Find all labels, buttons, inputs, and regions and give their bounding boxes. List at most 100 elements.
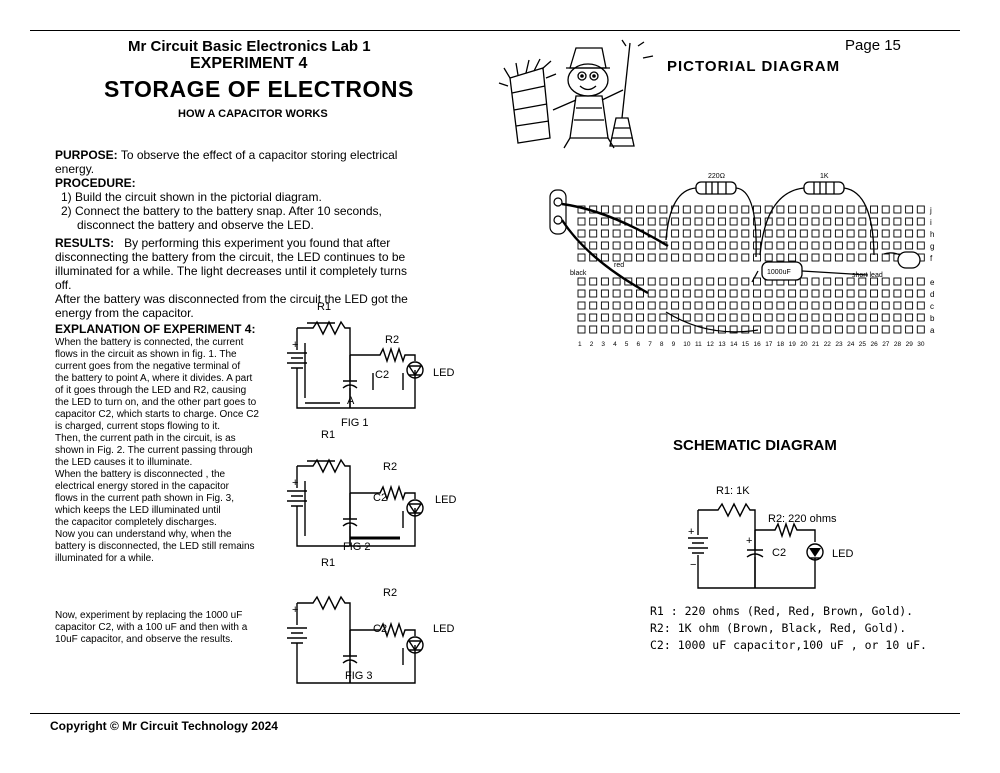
breadboard-hole [682, 277, 691, 286]
breadboard-hole [753, 313, 761, 322]
breadboard-hole [706, 229, 715, 238]
fig2-caption: FIG 2 [343, 541, 371, 553]
breadboard-hole [577, 325, 586, 334]
breadboard-hole [741, 205, 750, 214]
breadboard-hole [788, 205, 797, 214]
breadboard-hole [799, 229, 808, 238]
breadboard-row-label: g [930, 242, 934, 251]
breadboard-hole [764, 313, 773, 322]
breadboard-hole [729, 205, 738, 214]
breadboard-hole [811, 205, 820, 214]
breadboard-hole [612, 325, 621, 334]
breadboard-hole [811, 325, 820, 334]
explanation-line: is charged, current stops flowing to it. [55, 421, 221, 432]
breadboard-hole [671, 301, 680, 310]
breadboard-hole [729, 301, 738, 310]
breadboard-hole [858, 289, 867, 298]
breadboard-hole [811, 241, 820, 250]
breadboard-hole [694, 301, 703, 310]
breadboard-hole [823, 301, 832, 310]
breadboard-column-number: 24 [847, 341, 855, 348]
breadboard-hole [870, 289, 878, 298]
resistor-220 [665, 181, 757, 258]
breadboard-hole [881, 301, 890, 310]
breadboard-hole [823, 205, 832, 214]
breadboard-hole [834, 313, 843, 322]
breadboard-hole [764, 253, 773, 262]
breadboard-hole [893, 241, 902, 250]
breadboard-hole [682, 229, 691, 238]
breadboard-hole [776, 313, 785, 322]
breadboard-hole [671, 277, 680, 286]
breadboard-hole [799, 205, 808, 214]
breadboard-hole [682, 217, 691, 226]
breadboard-hole [870, 253, 878, 262]
breadboard-hole [589, 241, 598, 250]
breadboard-hole [659, 289, 668, 298]
breadboard-hole [753, 301, 761, 310]
breadboard-hole [846, 229, 855, 238]
breadboard-hole [858, 217, 867, 226]
breadboard-hole [659, 277, 668, 286]
breadboard-hole [893, 289, 902, 298]
breadboard-hole [753, 205, 761, 214]
breadboard-hole [799, 289, 808, 298]
components-list: R1 : 220 ohms (Red, Red, Brown, Gold). R… [650, 603, 927, 654]
breadboard-hole [811, 301, 820, 310]
explanation-line: When the battery is disconnected , the [55, 469, 226, 480]
breadboard-hole [729, 253, 738, 262]
breadboard-hole [893, 325, 902, 334]
breadboard-hole [846, 277, 855, 286]
breadboard-hole [577, 253, 586, 262]
schematic-diagram: R1: 1K R2: 220 ohms C2 LED + + − [688, 485, 853, 589]
breadboard-hole [788, 325, 797, 334]
explanation-line: When the battery is connected, the curre… [55, 337, 244, 348]
fig1-point-a: A [347, 395, 355, 407]
breadboard-hole [858, 313, 867, 322]
breadboard-hole [741, 241, 750, 250]
breadboard-hole [753, 289, 761, 298]
breadboard-hole [799, 325, 808, 334]
breadboard-hole [834, 325, 843, 334]
schem-r2-label: R2: 220 ohms [768, 513, 837, 525]
procedure-step-1: 1) Build the circuit shown in the pictor… [61, 190, 322, 204]
breadboard-hole [858, 205, 867, 214]
breadboard-hole [659, 301, 668, 310]
breadboard-hole [636, 325, 644, 334]
breadboard-hole [764, 229, 773, 238]
r220-label: 220Ω [708, 173, 725, 180]
breadboard-hole [717, 229, 726, 238]
jumper-wire [665, 311, 759, 333]
breadboard-hole [916, 277, 925, 286]
breadboard-hole [600, 253, 609, 262]
breadboard-hole [612, 313, 621, 322]
component-c2: C2: 1000 uF capacitor,100 uF , or 10 uF. [650, 638, 927, 652]
breadboard-hole [647, 241, 656, 250]
resistor-1k [759, 181, 875, 256]
breadboard-hole [799, 217, 808, 226]
mascot-illustration [498, 39, 654, 149]
breadboard-hole [905, 241, 914, 250]
breadboard-hole [717, 217, 726, 226]
breadboard-hole [788, 241, 797, 250]
breadboard-column-number: 5 [625, 341, 629, 348]
breadboard-hole [694, 325, 703, 334]
breadboard-hole [823, 289, 832, 298]
breadboard-hole [612, 241, 621, 250]
breadboard-hole [612, 229, 621, 238]
breadboard-hole [846, 289, 855, 298]
breadboard-hole [893, 277, 902, 286]
fig1-plus: + [292, 339, 298, 351]
breadboard-hole [753, 253, 761, 262]
breadboard-hole [624, 325, 633, 334]
breadboard-hole [706, 241, 715, 250]
breadboard-hole [647, 289, 656, 298]
breadboard-hole [624, 229, 633, 238]
breadboard-hole [905, 301, 914, 310]
breadboard-hole [577, 313, 586, 322]
explanation-line: shown in Fig. 2. The current passing thr… [55, 445, 253, 456]
breadboard-hole [729, 229, 738, 238]
fig3-plus: + [292, 604, 298, 616]
breadboard-hole [834, 301, 843, 310]
